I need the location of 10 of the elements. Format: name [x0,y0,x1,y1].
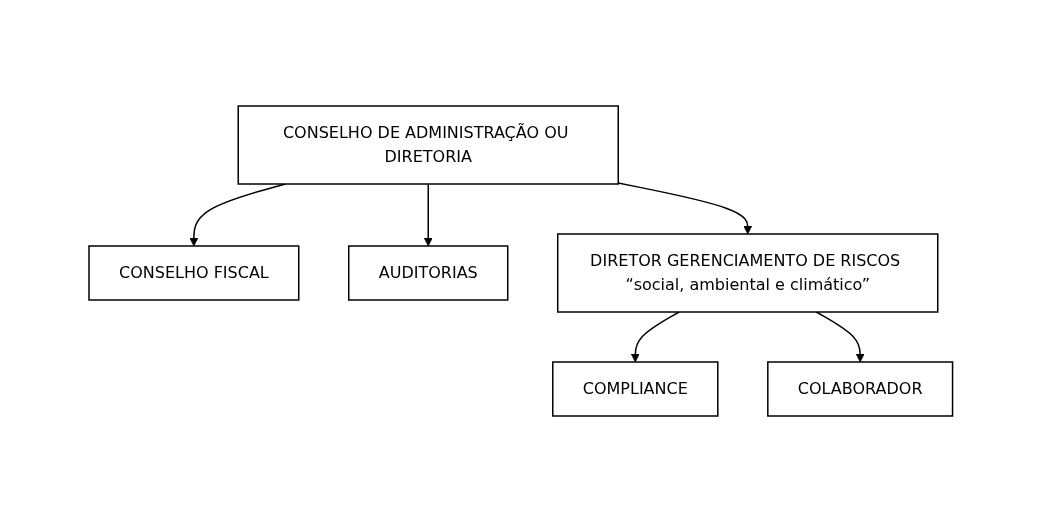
node-box: COLABORADOR [766,361,953,417]
arrow [617,182,752,235]
arrow [815,311,865,363]
node-box: COMPLIANCE [551,361,719,417]
arrow [630,311,680,363]
node-box: AUDITORIAS [347,245,509,301]
arrow [423,183,433,247]
node-box: DIRETOR GERENCIAMENTO DE RISCOS “social, ambiental e climático” [556,233,939,313]
node-box: CONSELHO FISCAL [87,245,300,301]
node-box: CONSELHO DE ADMINISTRAÇÃO OU DIRETORIA [237,105,619,185]
